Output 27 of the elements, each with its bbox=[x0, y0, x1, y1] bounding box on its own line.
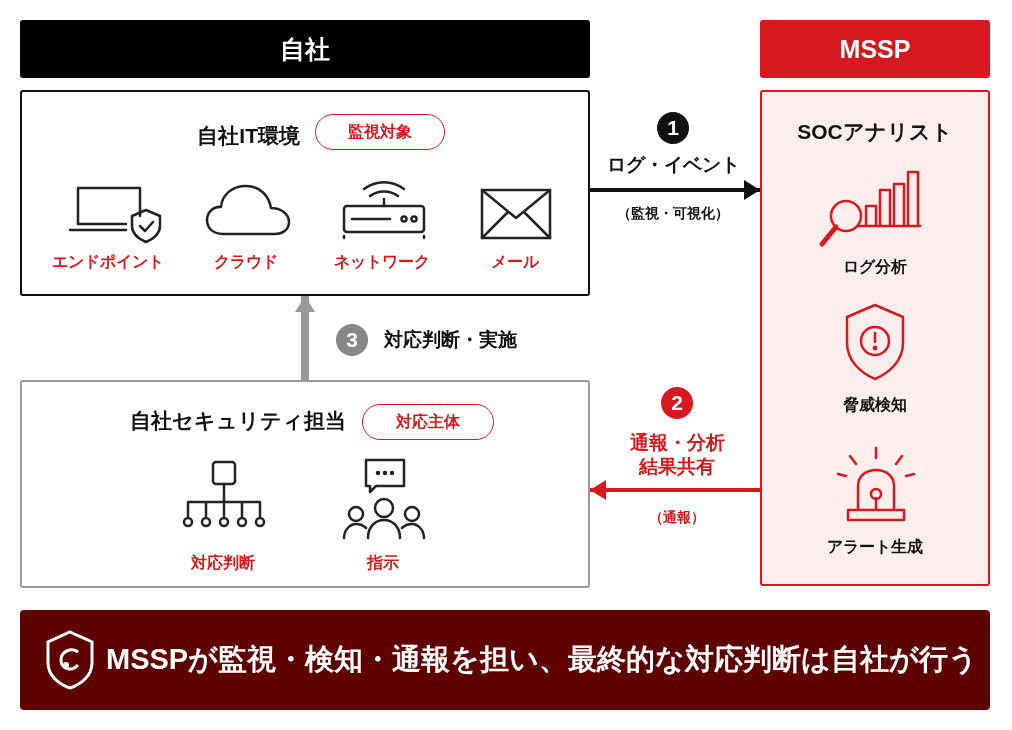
panel-title: 自社IT環境 bbox=[197, 123, 300, 149]
icon-caption: 対応判断 bbox=[190, 553, 256, 573]
icon-caption: 脅威検知 bbox=[842, 395, 908, 415]
edge-label: 対応判断・実施 bbox=[382, 328, 519, 352]
step-number: 3 bbox=[336, 324, 368, 356]
panel-box bbox=[20, 380, 590, 588]
summary-banner bbox=[20, 610, 990, 710]
header-band: MSSP bbox=[760, 20, 990, 78]
icon-caption: 指示 bbox=[365, 553, 400, 573]
panel-title: SOCアナリスト bbox=[796, 119, 954, 145]
arrow bbox=[590, 480, 760, 500]
icon-caption: メール bbox=[490, 252, 540, 272]
step-number: 2 bbox=[661, 387, 693, 419]
summary-text: MSSPが監視・検知・通報を担い、最終的な対応判断は自社が行う bbox=[106, 642, 979, 677]
panel-box bbox=[760, 90, 990, 586]
panel-title: 自社セキュリティ担当 bbox=[130, 408, 346, 434]
icon-caption: ネットワーク bbox=[333, 252, 431, 272]
edge-note: （監視・可視化） bbox=[616, 204, 730, 223]
panel-box bbox=[20, 90, 590, 296]
icon-caption: エンドポイント bbox=[51, 252, 165, 272]
arrow bbox=[590, 180, 760, 200]
icon-caption: クラウド bbox=[213, 252, 279, 272]
header-band: 自社 bbox=[20, 20, 590, 78]
edge-note: （通報） bbox=[648, 508, 706, 527]
icon-caption: ログ分析 bbox=[842, 257, 908, 277]
step-number: 1 bbox=[657, 112, 689, 144]
icon-caption: アラート生成 bbox=[826, 537, 924, 557]
